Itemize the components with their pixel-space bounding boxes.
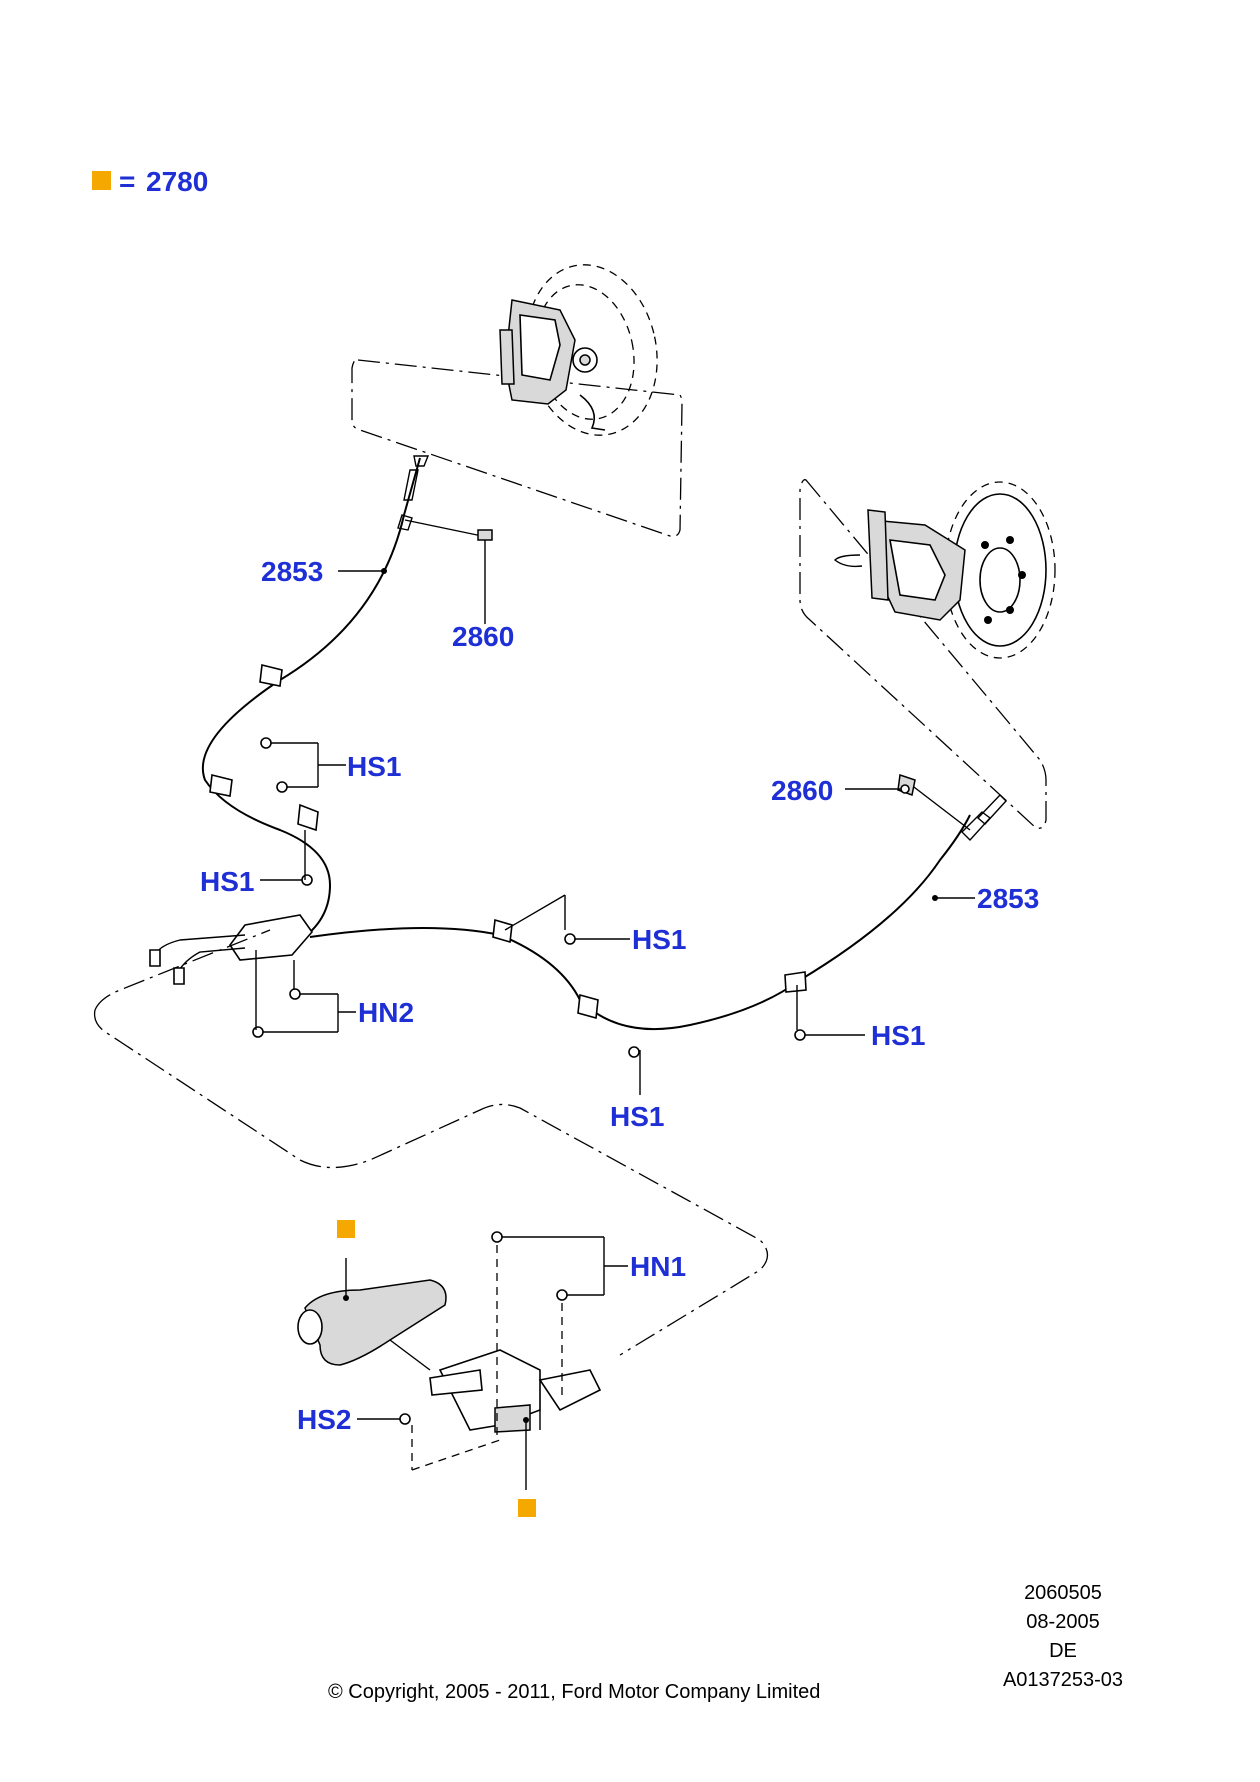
brake-caliper-right-detail <box>799 479 1056 829</box>
lever-bracket-marker-icon <box>518 1499 536 1517</box>
lever-handle-marker-icon <box>337 1220 355 1238</box>
callout-hs1-c: HS1 <box>632 924 686 955</box>
callout-hn2: HN2 <box>358 997 414 1028</box>
handbrake-lever-assembly <box>297 1279 602 1433</box>
equalizer-yoke <box>149 914 314 985</box>
brake-caliper-left-detail <box>351 264 683 538</box>
legend-equals: = <box>119 166 135 197</box>
legend-part-number: 2780 <box>146 166 208 197</box>
drawing-number: A0137253-03 <box>1002 1669 1124 1691</box>
callout-2853-left: 2853 <box>261 556 323 587</box>
legend: = 2780 <box>92 166 208 197</box>
callout-hs2: HS2 <box>297 1404 351 1435</box>
callout-hs1-a: HS1 <box>347 751 401 782</box>
callout-hs1-b: HS1 <box>200 866 254 897</box>
cable-right <box>309 774 1007 1031</box>
callout-hs1-d: HS1 <box>610 1101 664 1132</box>
callout-2853-right: 2853 <box>977 883 1039 914</box>
legend-marker-icon <box>92 171 111 190</box>
callout-2860-right: 2860 <box>771 775 833 806</box>
copyright-notice: © Copyright, 2005 - 2011, Ford Motor Com… <box>328 1681 821 1703</box>
callout-leaders <box>252 540 975 1490</box>
callout-hs1-e: HS1 <box>871 1020 925 1051</box>
callout-hn1: HN1 <box>630 1251 686 1282</box>
illustration-id: 2060505 <box>1024 1582 1102 1604</box>
callout-2860-left: 2860 <box>452 621 514 652</box>
cable-left <box>201 455 493 941</box>
illustration-language: DE <box>1049 1640 1077 1662</box>
illustration-date: 08-2005 <box>1026 1611 1100 1633</box>
